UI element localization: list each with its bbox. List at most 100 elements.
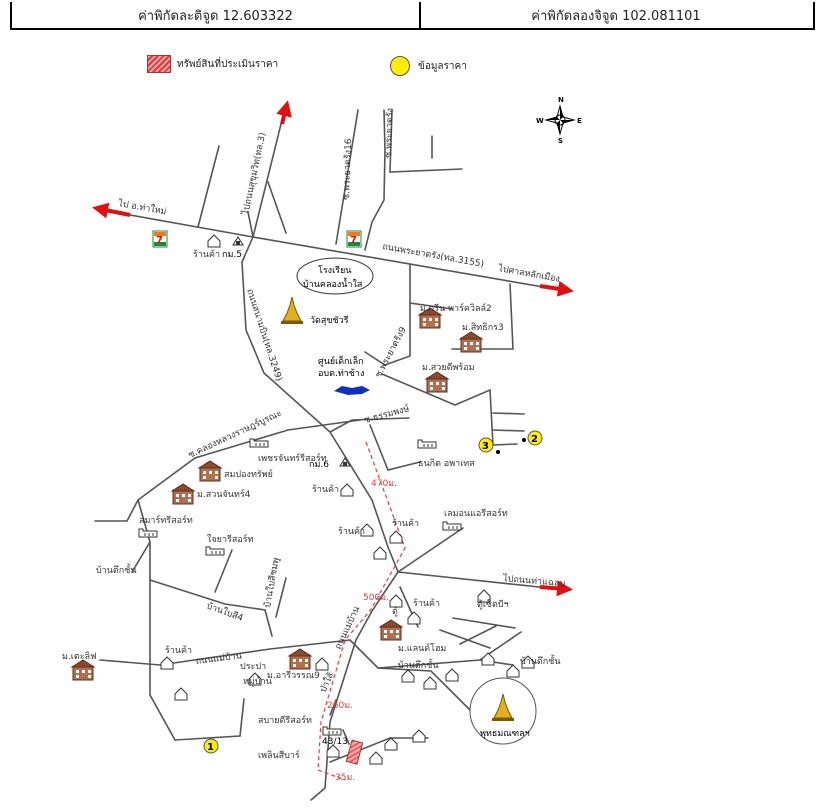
buddha-temple-icon — [492, 693, 514, 721]
label-moo-ban: หมู่บ้าน — [243, 676, 272, 687]
label-child-center-1: ศูนย์เด็กเล็ก — [318, 354, 364, 367]
label-shop: ร้านค้า — [338, 526, 365, 537]
label-shop: ร้านค้า — [165, 645, 192, 656]
label-two-storey-right: บ้านตึกชั้น — [520, 654, 560, 667]
house-icon — [315, 657, 329, 671]
map-text: 3 — [482, 441, 489, 452]
house-icon — [174, 687, 188, 701]
resort-icon — [417, 439, 437, 449]
label-soi-top: ซ.พระยาตรัง — [384, 108, 396, 158]
house-icon — [412, 729, 426, 743]
compass-rose-icon: N S E W — [536, 96, 582, 145]
distance-labels: 470ม. 500ม. 260ม. 35ม. — [327, 479, 397, 783]
price-point-2: 2 — [522, 430, 543, 446]
property-swatch-icon — [147, 55, 171, 73]
distance-route — [317, 441, 406, 781]
label-pa-sai: ป่าใส้ — [318, 670, 337, 694]
building-icon — [425, 371, 449, 393]
pond-icon — [334, 386, 370, 395]
label-house-no: 43/13 — [322, 737, 348, 747]
label-soi-16: ซ.พระยาตรัง16 — [342, 138, 354, 200]
label-child-center-2: อบต.ท่าช้าง — [318, 368, 364, 379]
label-tu: ตู้ — [392, 606, 398, 617]
label-village-som: สมปองทรัพย์ — [224, 468, 273, 480]
direction-arrows — [92, 100, 574, 597]
label-phrayatrang-road: ถนนพระยาตรัง(ทล.3155) — [381, 242, 484, 270]
building-icon — [459, 331, 483, 353]
label-thanit: ธนกิต อพาเทส — [418, 458, 475, 469]
coordinate-bar: ค่าพิกัดละติจูด 12.603322 ค่าพิกัดลองจิจ… — [10, 2, 815, 32]
house-icon — [389, 594, 403, 608]
road-lower-main — [324, 571, 399, 789]
label-prapa: ประปา — [240, 662, 266, 672]
latitude-box: ค่าพิกัดละติจูด 12.603322 — [10, 2, 421, 30]
price-point-3: 3 — [478, 437, 500, 454]
label-mae-ban-road: ถนนแม่บ้าน — [333, 605, 363, 652]
distance-label: 470ม. — [371, 479, 397, 489]
label-sukhumvit: ไปถนนสุขุมวิท(ทล.3) — [240, 132, 268, 217]
label-village-land: ม.แลนด์โฮม — [398, 642, 446, 654]
house-icon — [207, 234, 221, 248]
price-point-icon — [390, 56, 410, 76]
compass-south: S — [558, 137, 563, 145]
road-pier — [397, 571, 559, 590]
school-outline — [296, 257, 374, 295]
label-village-suay: ม.สวยดีพร้อม — [422, 362, 475, 373]
label-ban-road: ถนนแม่บ้าน — [195, 650, 242, 667]
label-shop: ร้านค้า — [392, 518, 419, 529]
school-line-2: บ้านคลองน้ำใส — [303, 277, 363, 290]
label-smart-resort: สมาร์ทรีสอร์ท — [139, 514, 193, 526]
legend-property: ทรัพย์สินที่ประเมินราคา — [147, 55, 278, 73]
house-icon — [389, 530, 403, 544]
resort-icon — [442, 521, 462, 531]
house-icon — [160, 656, 174, 670]
distance-label: 500ม. — [363, 593, 389, 603]
building-icon — [198, 460, 222, 482]
building-icon — [288, 648, 312, 670]
longitude-label: ค่าพิกัดลองจิจูด 102.081101 — [531, 8, 701, 24]
compass-east: E — [577, 117, 582, 125]
compass-north: N — [558, 96, 564, 104]
legend-property-label: ทรัพย์สินที่ประเมินราคา — [177, 58, 279, 70]
house-icon — [373, 546, 387, 560]
latitude-label: ค่าพิกัดละติจูด 12.603322 — [138, 8, 293, 24]
label-village-tee: ม.เตะลิฟ — [62, 651, 96, 662]
legend-price: ข้อมูลราคา — [390, 56, 467, 76]
building-icon — [71, 659, 95, 681]
label-two-storey-bottom: บ้านตึกชั้น — [398, 658, 438, 671]
village-labels: ม.กรีน พาร์ควิลล์2 ม.สิทธิกร3 ม.สวยดีพร้… — [62, 302, 504, 681]
shop-labels: ร้านค้า ร้านค้า ร้านค้า ร้านค้า ร้านค้า … — [96, 249, 560, 761]
label-buddha: พุทธมณฑลฯ — [480, 729, 530, 739]
map-text: 7 — [350, 235, 357, 246]
house-icon — [481, 652, 495, 666]
label-police: กม.5 — [222, 250, 242, 260]
house-icon — [340, 483, 354, 497]
legend-price-label: ข้อมูลราคา — [418, 60, 467, 72]
label-sanam-road: ถนนสนามบิน(ทล.3249) — [244, 288, 284, 383]
label-jaiya-resort: ใจยารีสอร์ท — [207, 533, 254, 545]
label-soi-tham: ซ.ธรรมพงษ์ — [363, 402, 411, 426]
label-village-ari: ม.อารีวรรณ9 — [267, 670, 320, 681]
house-icon — [423, 676, 437, 690]
price-points: 1 2 3 — [203, 430, 543, 754]
house-icon — [401, 669, 415, 683]
police-icon — [232, 236, 244, 246]
house-icon — [445, 668, 459, 682]
label-bancham-resort: เลมอนแอรีสอร์ท — [444, 507, 508, 519]
label-shop: ร้านค้า — [413, 598, 440, 609]
temple-icon — [281, 296, 303, 324]
longitude-box: ค่าพิกัดลองจิจูด 102.081101 — [419, 2, 815, 30]
resort-icon — [322, 726, 342, 736]
label-to-city-hall: ไปศาลหลักเมือง — [496, 263, 560, 285]
label-ban-bai: บ้านใบสีชมพู — [262, 557, 282, 609]
house-icon — [506, 664, 520, 678]
label-shop: ร้านค้า — [312, 484, 339, 495]
label-police6: กม.6 — [309, 460, 329, 470]
subject-property-marker — [345, 739, 364, 765]
label-village-suan: ม.สวนจันทร์4 — [197, 488, 251, 500]
map-text: 2 — [531, 434, 538, 445]
label-soi-khlong: ซ.คลองหลวงราษฎร์บูรณะ — [186, 407, 283, 461]
seven-eleven-icon-left: 7 — [152, 230, 168, 248]
seven-eleven-icon-right: 7 — [346, 230, 362, 248]
label-soi-9: ซ.พระยาตรัง9 — [374, 325, 409, 379]
